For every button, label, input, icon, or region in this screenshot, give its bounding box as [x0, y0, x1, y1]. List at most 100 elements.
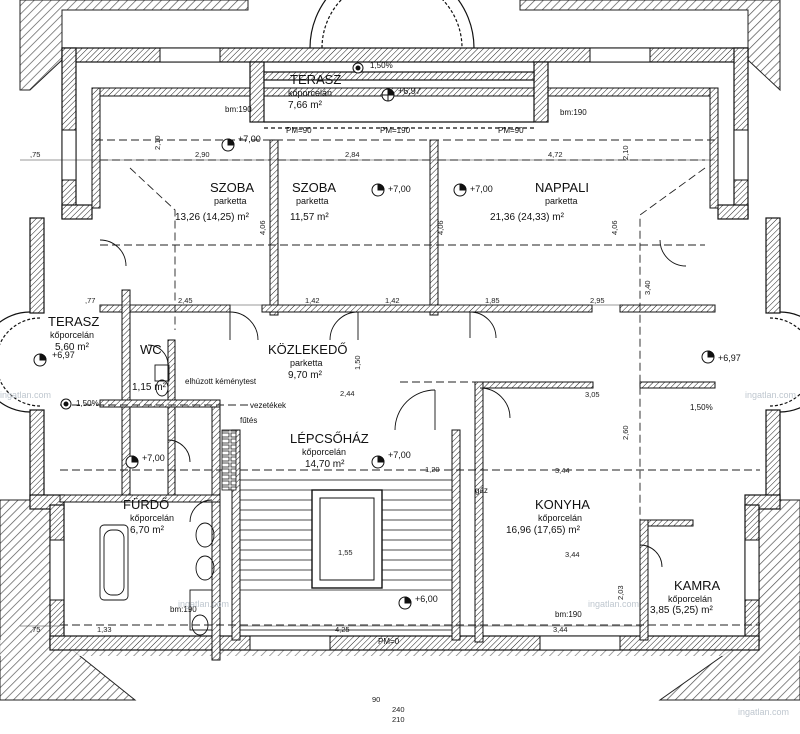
- parapet-2: PM=190: [380, 126, 411, 135]
- elevation-left: +6,97: [52, 350, 75, 360]
- note-chimney: elhúzott kéménytest: [185, 377, 257, 386]
- note-hwater: fűtés: [240, 416, 257, 425]
- dim-305: 3,05: [585, 390, 600, 399]
- elevation-marker-furdo: [125, 455, 139, 469]
- dim-90: 90: [372, 695, 380, 704]
- slope-left: 1,50%: [76, 399, 99, 408]
- room-area-terasz-top: 7,66 m²: [288, 100, 323, 111]
- room-area-szoba-2: 11,57 m²: [290, 212, 329, 223]
- top-balcony: [249, 0, 549, 129]
- watermark-bottom-right: ingatlan.com: [588, 599, 639, 609]
- elevation-right: +6,97: [718, 353, 741, 363]
- staircase: [221, 429, 453, 631]
- elevation-nappali: +7,00: [470, 184, 493, 194]
- height-3: bm:190: [555, 610, 582, 619]
- elevation-marker-right: [701, 350, 715, 364]
- windows: [49, 47, 760, 651]
- dim-406b: 4,06: [436, 220, 445, 235]
- dim-75a: ,75: [30, 150, 40, 159]
- room-area-wc: 1,15 m²: [132, 382, 167, 393]
- dimension-lines: [20, 159, 715, 627]
- room-name-lepcsohaz: LÉPCSŐHÁZ: [290, 431, 369, 446]
- height-1: bm:190: [225, 105, 252, 114]
- elevation-furdo: +7,00: [142, 453, 165, 463]
- room-name-nappali: NAPPALI: [535, 180, 589, 195]
- watermark-bottom-left: ingatlan.com: [178, 599, 229, 609]
- parapet-bottom: PM=0: [378, 637, 400, 646]
- parapet-labels: PM=90 PM=190 PM=90 PM=0 bm:190 bm:190 bm…: [170, 105, 587, 646]
- room-floor-konyha: kőporcelán: [538, 513, 582, 523]
- side-balconies: [0, 311, 800, 413]
- dim-203: 2,03: [616, 585, 625, 600]
- room-name-wc: WC: [140, 342, 162, 357]
- elevation-lepcsohaz: +7,00: [388, 450, 411, 460]
- parapet-1: PM=90: [286, 126, 312, 135]
- watermark-right: ingatlan.com: [745, 390, 796, 400]
- drain-marker-left: [60, 398, 72, 410]
- elevation-marker-lepcsohaz: [371, 455, 385, 469]
- dim-344b: 3,44: [565, 550, 580, 559]
- dim-344a: 3,44: [555, 466, 570, 475]
- room-labels: TERASZ kőporcelán 7,66 m² SZOBA parketta…: [48, 72, 721, 616]
- dim-155: 1,55: [338, 548, 353, 557]
- room-name-kozlekedo: KÖZLEKEDŐ: [268, 342, 347, 357]
- doors: [99, 239, 687, 568]
- room-floor-terasz-top: kőporcelán: [288, 88, 332, 98]
- dim-406c: 4,06: [610, 220, 619, 235]
- room-name-kamra: KAMRA: [674, 578, 721, 593]
- dim-75b: ,75: [30, 625, 40, 634]
- dim-245: 2,45: [178, 296, 193, 305]
- room-area-kozlekedo: 9,70 m²: [288, 370, 323, 381]
- elevation-marker-nappali: [453, 183, 467, 197]
- note-pipes: vezetékek: [250, 401, 287, 410]
- dim-260: 2,60: [621, 425, 630, 440]
- room-area-szoba-1: 13,26 (14,25) m²: [175, 212, 250, 223]
- room-name-furdo: FÜRDŐ: [123, 497, 169, 512]
- elevation-labels: +6,97 +7,00 +7,00 +7,00 +6,97 +6,97 +7,0…: [52, 61, 741, 604]
- dim-344c: 3,44: [553, 625, 568, 634]
- interior-walls: [59, 87, 719, 661]
- slope-right: 1,50%: [690, 403, 713, 412]
- sanitary-fixtures: [99, 364, 215, 636]
- room-floor-kamra: kőporcelán: [668, 594, 712, 604]
- dim-142a: 1,42: [305, 296, 320, 305]
- dim-295: 2,95: [590, 296, 605, 305]
- dim-77: ,77: [85, 296, 95, 305]
- room-floor-szoba-1: parketta: [214, 196, 247, 206]
- dim-210b: 2,10: [621, 145, 630, 160]
- room-area-kamra: 3,85 (5,25) m²: [650, 605, 713, 616]
- dim-150: 1,50: [353, 355, 362, 370]
- room-name-terasz-left: TERASZ: [48, 314, 99, 329]
- dim-185: 1,85: [485, 296, 500, 305]
- elevation-marker-bottom: [398, 596, 412, 610]
- dim-133: 1,33: [97, 625, 112, 634]
- room-floor-lepcsohaz: kőporcelán: [302, 447, 346, 457]
- watermarks: ingatlan.com ingatlan.com ingatlan.com i…: [0, 390, 796, 717]
- room-area-furdo: 6,70 m²: [130, 525, 165, 536]
- dim-210a: 2,10: [153, 135, 162, 150]
- dim-425: 4,25: [335, 625, 350, 634]
- elevation-marker-szoba2: [371, 183, 385, 197]
- dimension-labels: 4,72 2,84 2,90 2,45 1,42 1,42 1,85 2,95 …: [30, 135, 652, 724]
- room-name-szoba-1: SZOBA: [210, 180, 254, 195]
- dim-340: 3,40: [643, 280, 652, 295]
- note-gas: gáz: [475, 486, 488, 495]
- dim-284: 2,84: [345, 150, 360, 159]
- height-2: bm:190: [560, 108, 587, 117]
- dim-290: 2,90: [195, 150, 210, 159]
- slope-top: 1,50%: [370, 61, 393, 70]
- height-4: bm:190: [170, 605, 197, 614]
- room-floor-furdo: kőporcelán: [130, 513, 174, 523]
- room-floor-nappali: parketta: [545, 196, 578, 206]
- elevation-top: +6,97: [398, 86, 421, 96]
- elevation-marker-top: [381, 88, 395, 102]
- room-area-lepcsohaz: 14,70 m²: [305, 459, 345, 470]
- dim-120: 1,20: [425, 465, 440, 474]
- room-area-terasz-left: 5,60 m²: [55, 342, 90, 353]
- watermark-left: ingatlan.com: [0, 390, 51, 400]
- elevation-marker-left: [33, 353, 47, 367]
- dim-472: 4,72: [548, 150, 563, 159]
- room-name-szoba-2: SZOBA: [292, 180, 336, 195]
- room-name-terasz-top: TERASZ: [290, 72, 341, 87]
